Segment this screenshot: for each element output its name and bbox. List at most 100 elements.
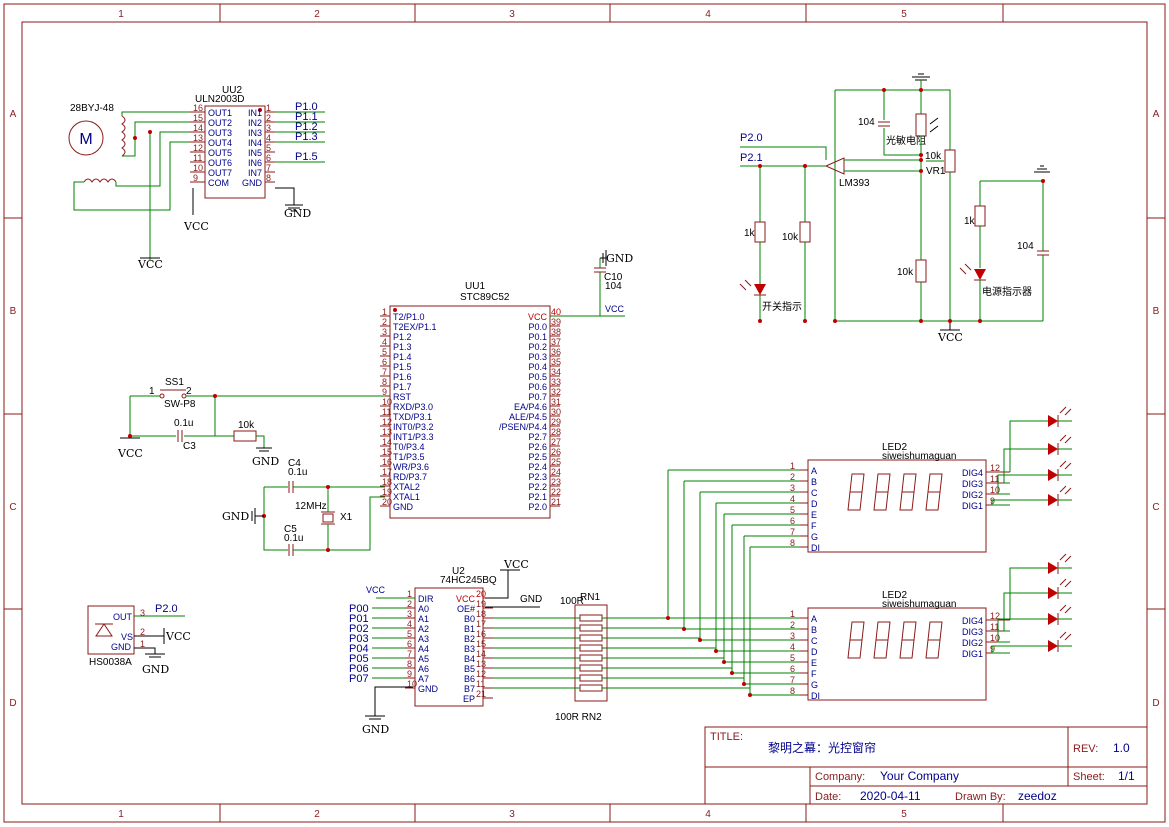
motor-name: 28BYJ-48 bbox=[70, 103, 114, 114]
seven-seg-digit bbox=[847, 473, 865, 511]
indicator-led bbox=[1048, 562, 1058, 574]
mcu-pin-name: P0.3 bbox=[528, 352, 547, 362]
buf-pin-name: A0 bbox=[418, 604, 429, 614]
sw-pin2: 2 bbox=[186, 386, 192, 397]
sw-ref: SS1 bbox=[165, 377, 184, 388]
buf-pin-num: 1 bbox=[407, 589, 412, 599]
mcu-pin-name: INT1/P3.3 bbox=[393, 432, 434, 442]
display-dig-pin-name: DIG3 bbox=[962, 479, 983, 489]
mcu-pin-num: 30 bbox=[551, 407, 561, 417]
border-row-label: A bbox=[10, 109, 17, 120]
led2-label: 电源指示器 bbox=[982, 285, 1032, 298]
mcu-pin-num: 10 bbox=[382, 397, 392, 407]
border-col-label: 1 bbox=[118, 9, 124, 20]
uln-pin-name: IN3 bbox=[248, 128, 262, 138]
mcu-pin-name: ALE/P4.5 bbox=[509, 412, 547, 422]
border-col-label: 4 bbox=[705, 809, 711, 820]
display-dig-pin-name: DIG2 bbox=[962, 490, 983, 500]
ir-net: P2.0 bbox=[155, 603, 178, 615]
border-row-label: D bbox=[9, 698, 16, 709]
ir-pin2: 2 bbox=[140, 627, 145, 637]
rn-resistor bbox=[579, 614, 603, 622]
mcu-pin-name: RXD/P3.0 bbox=[393, 402, 433, 412]
display-dig-pin-num: 10 bbox=[990, 633, 1000, 643]
display-dig-pin-num: 10 bbox=[990, 485, 1000, 495]
light-sensor-circuit: 104 光敏电阻 10k 10k VR1 LM393 P2.0 P2.1 1k … bbox=[739, 73, 1050, 344]
mcu-pin-name: P2.2 bbox=[528, 482, 547, 492]
mcu-pin-name: P1.4 bbox=[393, 352, 412, 362]
buf-pin-num: 9 bbox=[407, 669, 412, 679]
pot-ref: VR1 bbox=[926, 166, 946, 177]
seven-seg-digit bbox=[873, 473, 891, 511]
date-value: 2020-04-11 bbox=[860, 789, 921, 803]
mcu-pin-name: XTAL2 bbox=[393, 482, 420, 492]
buf-pin-name: A7 bbox=[418, 674, 429, 684]
border-row-label: D bbox=[1152, 698, 1159, 709]
display-ref: LED2 bbox=[882, 442, 907, 453]
buf-pin-num: 15 bbox=[476, 639, 486, 649]
display-seg-pin-num: 7 bbox=[790, 675, 795, 685]
rn-resistor bbox=[579, 634, 603, 642]
seven-seg-digit bbox=[925, 473, 943, 511]
r1-val: 1k bbox=[744, 228, 756, 239]
buf-pin-num: 16 bbox=[476, 629, 486, 639]
seven-seg-digit bbox=[847, 621, 865, 659]
buf-pin-name: B3 bbox=[464, 644, 475, 654]
buf-input-net: P06 bbox=[349, 663, 369, 675]
mcu-pin-name: P2.1 bbox=[528, 492, 547, 502]
buf-pin-num: 21 bbox=[476, 689, 486, 699]
uln-pin-name: IN7 bbox=[248, 168, 262, 178]
mcu-pin-num: 8 bbox=[382, 377, 387, 387]
sw-pin1: 1 bbox=[149, 386, 155, 397]
display-dig-pin-num: 12 bbox=[990, 463, 1000, 473]
border-col-label: 2 bbox=[314, 9, 320, 20]
mcu-pin-num: 29 bbox=[551, 417, 561, 427]
bus-junction bbox=[722, 660, 726, 664]
buf-pin-num: 5 bbox=[407, 629, 412, 639]
display-dig-pin-num: 9 bbox=[990, 496, 995, 506]
uln-net-label: P1.1 bbox=[295, 111, 318, 123]
mcu-pin-name: P1.7 bbox=[393, 382, 412, 392]
rn-resistor bbox=[579, 624, 603, 632]
display-seg-pin-name: B bbox=[811, 477, 817, 487]
mcu-pin-num: 14 bbox=[382, 437, 392, 447]
sw-part: SW-P8 bbox=[164, 399, 196, 410]
mcu-pin-num: 22 bbox=[551, 487, 561, 497]
buf-pin-num: 19 bbox=[476, 599, 486, 609]
date-label: Date: bbox=[815, 791, 841, 803]
outer-frame bbox=[3, 3, 1166, 823]
bus-junction bbox=[682, 627, 686, 631]
ir-gnd: GND bbox=[142, 663, 169, 676]
uln-pin-num: 8 bbox=[266, 173, 271, 183]
buf-pin-num: 13 bbox=[476, 659, 486, 669]
sheet-label: Sheet: bbox=[1073, 771, 1105, 783]
mcu-pin-num: 4 bbox=[382, 337, 387, 347]
c10-ref: C10 bbox=[604, 272, 623, 283]
display-seg-pin-name: F bbox=[811, 521, 817, 531]
uln-pin-name: GND bbox=[242, 178, 263, 188]
sensor-net1: P2.0 bbox=[740, 132, 763, 144]
rn-resistor bbox=[579, 654, 603, 662]
buf-part: 74HC245BQ bbox=[440, 575, 497, 586]
motor-coil-1 bbox=[121, 115, 126, 157]
display-dig-pin-num: 12 bbox=[990, 611, 1000, 621]
mcu-pin-num: 16 bbox=[382, 457, 392, 467]
uln-pin-name: IN1 bbox=[248, 108, 262, 118]
mcu-part: STC89C52 bbox=[460, 292, 510, 303]
buf-pin-name: A6 bbox=[418, 664, 429, 674]
uln-pin-name: OUT2 bbox=[208, 118, 232, 128]
display-dig-pin-num: 9 bbox=[990, 644, 995, 654]
ir-gnd-pin: GND bbox=[111, 642, 132, 652]
seven-seg-digit bbox=[873, 621, 891, 659]
display-seg-pin-name: G bbox=[811, 532, 818, 542]
rn1-val: 100R bbox=[560, 596, 584, 607]
r3-val: 10k bbox=[897, 267, 914, 278]
display-seg-pin-name: E bbox=[811, 658, 817, 668]
buf-pin-name: A3 bbox=[418, 634, 429, 644]
buf-pin-num: 6 bbox=[407, 639, 412, 649]
display-seg-pin-name: C bbox=[811, 488, 818, 498]
border-row-label: A bbox=[1153, 109, 1160, 120]
mcu-pin-num: 39 bbox=[551, 317, 561, 327]
display-seg-pin-name: A bbox=[811, 466, 817, 476]
mcu-pin-name: VCC bbox=[528, 312, 548, 322]
